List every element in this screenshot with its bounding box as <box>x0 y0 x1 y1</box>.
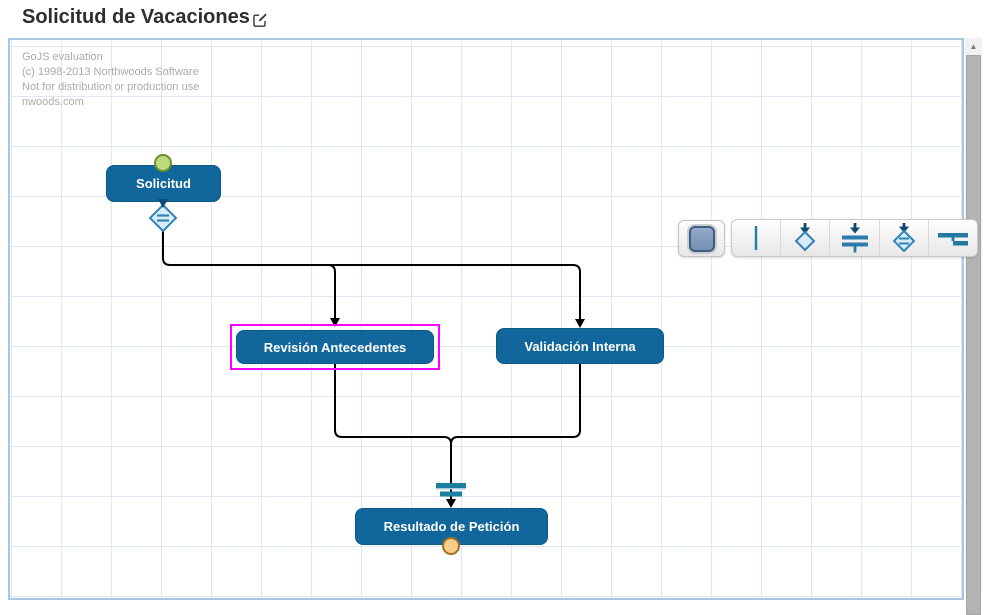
node-label: Revisión Antecedentes <box>263 339 407 355</box>
gateway-diamond-icon <box>794 223 816 252</box>
node-label: Solicitud <box>136 176 191 191</box>
watermark-line: GoJS evaluation <box>22 51 103 63</box>
end-event-icon <box>442 537 460 555</box>
watermark-line: (c) 1998-2013 Northwoods Software <box>22 66 199 78</box>
watermark-line: Not for distribution or production use <box>22 81 200 93</box>
flow-links[interactable] <box>10 40 962 598</box>
link-solicitud-validacion <box>162 201 581 320</box>
rounded-square-node-icon <box>688 225 715 252</box>
scrollbar-thumb[interactable] <box>966 55 981 615</box>
palette-button-join[interactable] <box>929 220 977 256</box>
arrowhead <box>330 318 340 327</box>
palette-button-line[interactable] <box>732 220 782 256</box>
palette-button-gateway-lines[interactable] <box>880 220 929 256</box>
start-event-icon <box>154 154 172 172</box>
gateway-diamond-lines-icon <box>892 223 916 253</box>
join-bars-icon <box>937 233 968 246</box>
vertical-line-icon <box>754 226 758 250</box>
watermark: GoJS evaluation (c) 1998-2013 Northwoods… <box>22 50 199 110</box>
watermark-line: nwoods.com <box>22 96 84 108</box>
page-title: Solicitud de Vacaciones <box>22 6 250 28</box>
palette-button-gateway[interactable] <box>781 220 831 256</box>
vertical-scrollbar[interactable]: ▲ <box>965 38 982 615</box>
flow-node-revision[interactable]: Revisión Antecedentes <box>236 330 434 364</box>
arrowhead <box>446 499 456 508</box>
link-solicitud-revision <box>327 264 336 318</box>
link-validacion-resultado <box>450 364 581 460</box>
palette-toolbar <box>731 219 978 257</box>
palette-button-task-node[interactable] <box>678 220 725 257</box>
scrollbar-up-button[interactable]: ▲ <box>969 42 978 51</box>
gateway-diamond-lines-icon[interactable] <box>149 199 177 235</box>
edit-pencil-icon[interactable] <box>253 13 267 27</box>
selection-outline <box>230 324 440 370</box>
flow-node-validacion[interactable]: Validación Interna <box>496 328 664 364</box>
palette-button-merge[interactable] <box>830 220 880 256</box>
link-revision-resultado <box>334 364 452 499</box>
merge-bars-icon <box>841 223 868 253</box>
diagram-canvas[interactable]: GoJS evaluation (c) 1998-2013 Northwoods… <box>8 38 964 600</box>
node-label: Validación Interna <box>524 338 636 354</box>
arrowhead <box>575 319 585 328</box>
node-label: Resultado de Petición <box>383 519 520 534</box>
join-bars-icon[interactable] <box>436 483 466 497</box>
